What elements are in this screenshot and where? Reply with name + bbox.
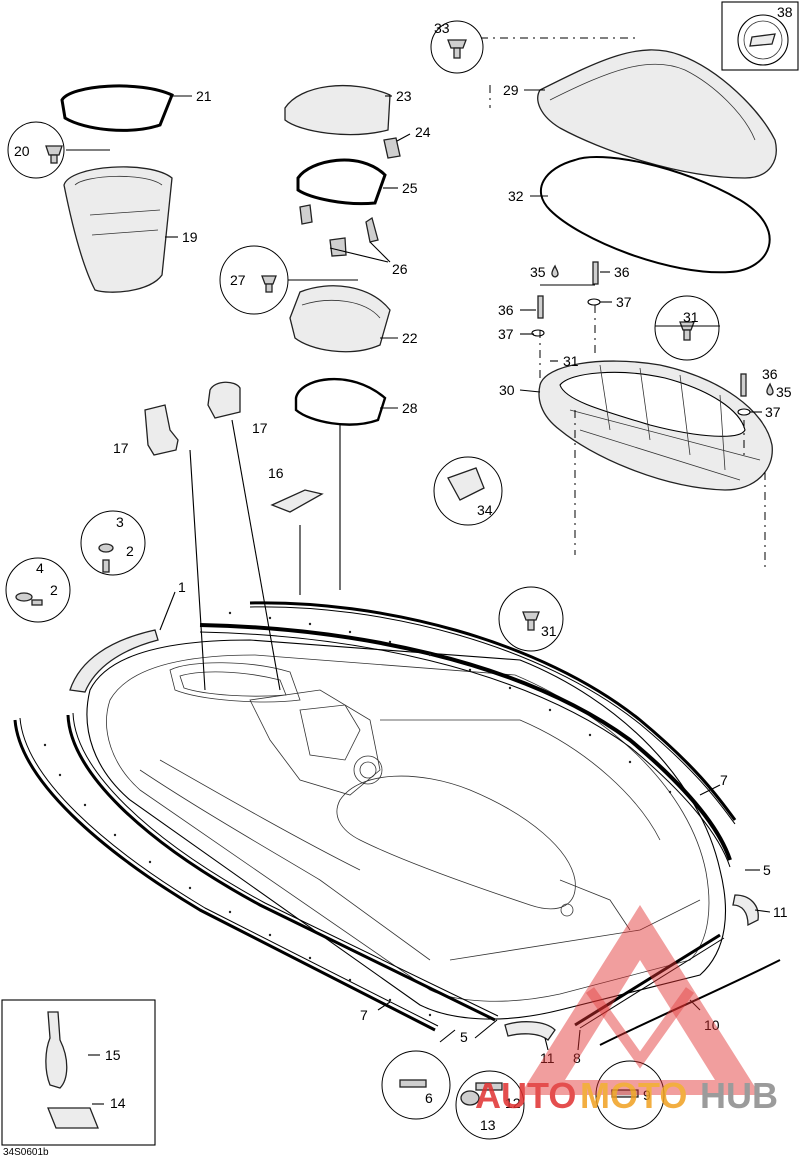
callout-10: 10 <box>704 1017 720 1033</box>
screw <box>537 261 747 397</box>
callout-36: 36 <box>498 302 514 318</box>
callout-32: 32 <box>508 188 524 204</box>
corner-piece <box>732 894 759 927</box>
callout-11: 11 <box>540 1050 555 1066</box>
rub-rail-strips <box>13 601 781 1046</box>
watermark-text-auto: AUTO <box>475 1075 576 1116</box>
callout-31: 31 <box>541 623 557 639</box>
lid-seal <box>296 158 387 206</box>
callout-8: 8 <box>573 1050 581 1066</box>
callout-1: 1 <box>178 579 186 595</box>
callout-2: 2 <box>50 582 58 598</box>
callout-21: 21 <box>196 88 212 104</box>
bin-seal <box>60 84 174 132</box>
callout-17: 17 <box>252 420 268 436</box>
hatch-seal <box>539 155 771 274</box>
glove-box-seal <box>294 377 387 426</box>
callout-37: 37 <box>498 326 514 342</box>
callout-4: 4 <box>36 560 44 576</box>
callout-19: 19 <box>182 229 198 245</box>
drop-icon <box>766 382 774 396</box>
callout-2: 2 <box>126 543 134 559</box>
connector <box>47 1107 99 1129</box>
callout-22: 22 <box>402 330 418 346</box>
callout-33: 33 <box>434 20 450 36</box>
callout-37: 37 <box>616 294 632 310</box>
callout-12: 12 <box>505 1095 521 1111</box>
callout-29: 29 <box>503 82 519 98</box>
deck-outline <box>86 639 727 1020</box>
callout-27: 27 <box>230 272 246 288</box>
hatch-cover <box>537 49 777 179</box>
callout-30: 30 <box>499 382 515 398</box>
watermark-text-hub: HUB <box>700 1075 778 1116</box>
callout-31: 31 <box>563 353 579 369</box>
callout-7: 7 <box>360 1007 368 1023</box>
fasteners <box>15 39 695 1106</box>
callout-31: 31 <box>683 309 699 325</box>
callout-17: 17 <box>113 440 129 456</box>
callout-26: 26 <box>392 261 408 277</box>
diagram-code: 34S0601b <box>3 1147 49 1158</box>
callout-20: 20 <box>14 143 30 159</box>
callout-35: 35 <box>776 384 792 400</box>
glove-box <box>289 285 391 353</box>
drain-elbow <box>207 381 241 419</box>
callout-14: 14 <box>110 1095 126 1111</box>
storage-bin <box>63 166 173 293</box>
callout-37: 37 <box>765 404 781 420</box>
callout-25: 25 <box>402 180 418 196</box>
callout-9: 9 <box>643 1087 651 1103</box>
front-bumper <box>69 629 159 693</box>
drain-spout <box>144 404 179 456</box>
callout-6: 6 <box>425 1090 433 1106</box>
watermark-logo: AUTO MOTO HUB <box>475 905 778 1116</box>
watermark-text-moto: MOTO <box>580 1075 687 1116</box>
callout-36: 36 <box>614 264 630 280</box>
glove-box-lid <box>284 85 391 136</box>
callout-15: 15 <box>105 1047 121 1063</box>
callout-13: 13 <box>480 1117 496 1133</box>
callout-35: 35 <box>530 264 546 280</box>
callout-5: 5 <box>460 1029 468 1045</box>
callout-34: 34 <box>477 502 493 518</box>
washer <box>531 298 751 416</box>
callout-11: 11 <box>773 904 788 920</box>
callout-36: 36 <box>762 366 778 382</box>
callout-16: 16 <box>268 465 284 481</box>
callout-23: 23 <box>396 88 412 104</box>
rivet-dots <box>43 611 672 1017</box>
callout-3: 3 <box>116 514 124 530</box>
callout-24: 24 <box>415 124 431 140</box>
drop-icon <box>551 264 559 278</box>
detail-circles <box>5 20 720 1140</box>
mount-plate <box>270 489 324 513</box>
corner-piece <box>504 1021 556 1041</box>
cable-tie <box>45 1011 68 1089</box>
leader-lines <box>189 37 766 691</box>
seat-recess <box>336 775 576 910</box>
callout-38: 38 <box>777 4 793 20</box>
callout-labels: 1 2 2 3 4 5 5 6 7 7 8 9 10 11 11 12 13 1… <box>3 4 793 1158</box>
callout-28: 28 <box>402 400 418 416</box>
callout-leaders <box>66 89 771 1105</box>
callout-5: 5 <box>763 862 771 878</box>
callout-7: 7 <box>720 772 728 788</box>
deck-assembly <box>86 639 727 1020</box>
latch <box>383 137 401 159</box>
watermark-triangle <box>520 905 760 1095</box>
